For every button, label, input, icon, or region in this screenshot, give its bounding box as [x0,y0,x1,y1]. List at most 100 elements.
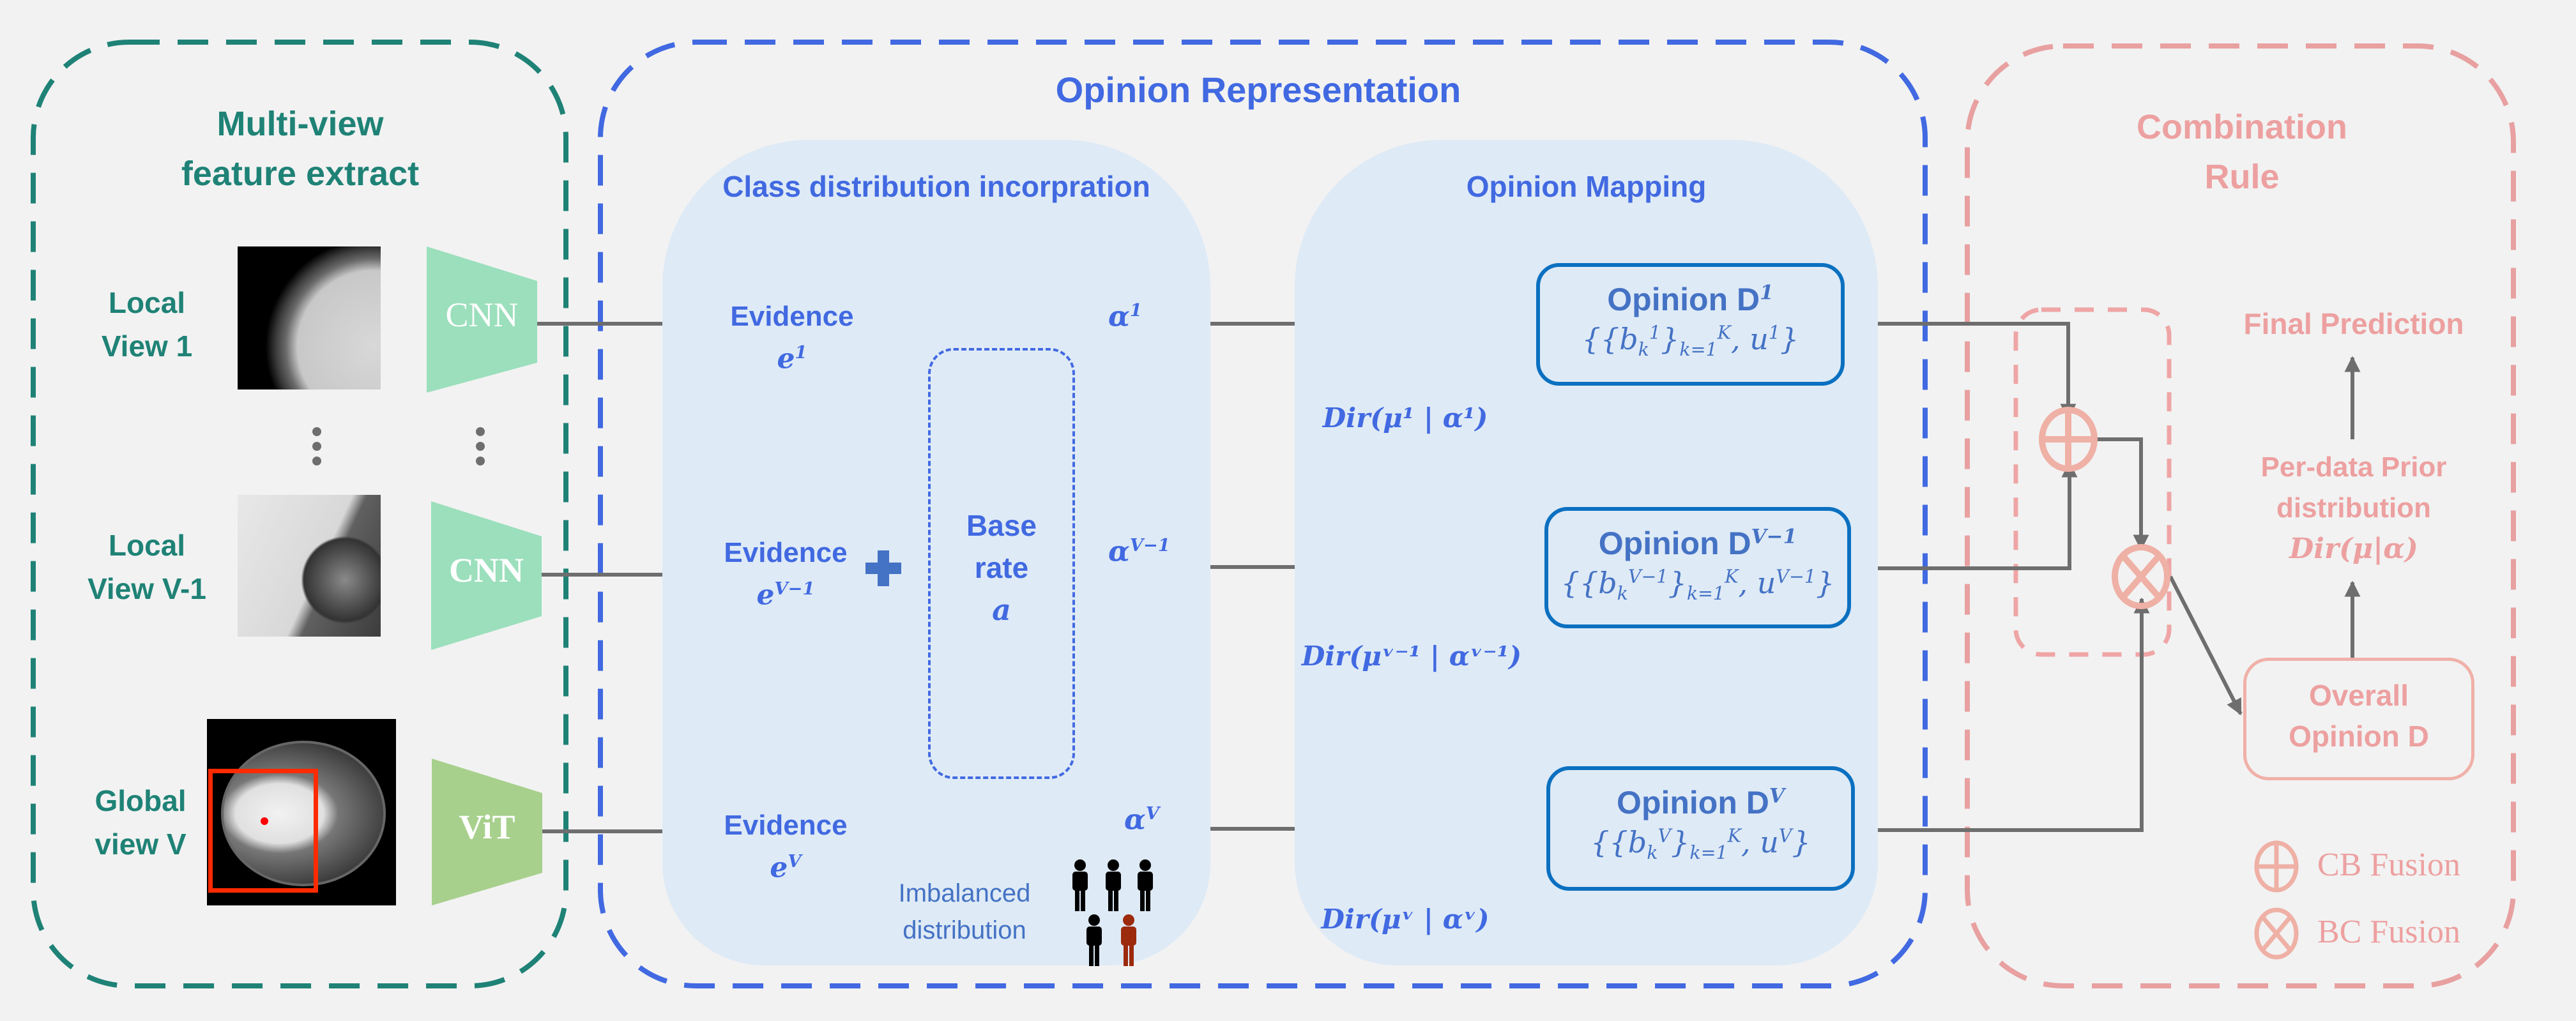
imbalanced-line2: distribution [903,916,1026,944]
view-label-v-1: Local View V-1 [64,524,230,610]
connector-arrow [2168,575,2243,716]
overall-line2: Opinion D [2289,720,2429,753]
base-rate-label: Base rate a [928,504,1075,631]
combination-title-line2: Rule [2204,158,2280,196]
opinion-v-usup: V [1778,825,1792,847]
opinion-1-krange: k=1 [1679,339,1718,361]
opinion-mapping-title: Opinion Mapping [1466,170,1707,203]
opinion-v-formula: {{bkV}k=1K, uV} [1590,825,1811,864]
evidence-1-sup: 1 [795,342,807,363]
evidence-v-1-symbol: eV−1 [696,571,875,614]
view-label-v: Global view V [64,779,217,866]
opinion-v-1-usup: V−1 [1776,566,1817,587]
opinion-mapping-panel [1295,140,1878,965]
alpha-v-1-base: α [1108,535,1130,568]
alpha-1-sup: 1 [1129,300,1142,321]
opinion-box-v-1: Opinion DV−1 {{bkV−1}k=1K, uV−1} [1544,507,1851,628]
view-label-v-1-line2: View V-1 [88,572,206,605]
opinion-v-u: u [1760,825,1779,859]
view-label-v-1-line1: Local [108,529,186,562]
representation-panel-title: Opinion Representation [1055,70,1461,110]
evidence-v-1-sup: V−1 [774,579,815,599]
diagram-shape [476,457,485,465]
opinion-v-1-K: K [1725,566,1739,587]
alpha-1: α1 [1108,300,1142,333]
diagram-shape [312,457,321,465]
evidence-v: Evidence eV [696,808,875,886]
roi-box [208,769,318,893]
opinion-v-1-bsup: V−1 [1627,566,1668,587]
opinion-v-1-k: k [1617,583,1628,605]
class-distribution-title: Class distribution incorpration [722,170,1150,203]
connector-arrow [1855,597,2150,832]
prior-formula: Dir(μ|α) [2289,533,2418,565]
evidence-1: Evidence e1 [709,299,875,377]
opinion-v-1-title: Opinion DV−1 [1548,525,1847,562]
base-rate-line2: rate [974,551,1029,584]
opinion-v-1-krange: k=1 [1686,583,1725,605]
dirichlet-label-1: Dir(μ¹ | α¹) [1322,402,1488,434]
evidence-v-1-label: Evidence [724,537,848,568]
opinion-v-f1: {{b [1590,825,1647,859]
class-distribution-panel [662,140,1210,965]
imbalanced-line1: Imbalanced [898,879,1031,907]
base-rate-box [928,348,1075,779]
roi-point [261,817,268,825]
opinion-v-title: Opinion DV [1550,784,1851,821]
vit-encoder: ViT [459,808,515,846]
cnn-encoder-2: CNN [449,551,524,589]
evidence-1-symbol: e1 [709,335,875,377]
connector-arrow [2121,554,2161,599]
evidence-v-1-base: e [756,579,775,612]
opinion-v-1-title-text: Opinion D [1598,526,1751,561]
opinion-v-sup: V [1769,784,1785,808]
cnn-encoder-1: CNN [445,296,519,334]
opinion-1-k: k [1638,339,1649,361]
dirichlet-label-v-1: Dir(μᵛ⁻¹ | αᵛ⁻¹) [1301,640,1522,672]
view-label-1: Local View 1 [70,281,224,368]
feature-title-line1: Multi-view [217,105,384,143]
connector-arrow [2261,916,2292,951]
feature-panel-title: Multi-view feature extract [160,99,441,199]
evidence-v-label: Evidence [724,810,848,841]
final-prediction-label: Final Prediction [2243,307,2464,340]
evidence-v-base: e [770,851,788,884]
prior-distribution-label: Per-data Prior distribution Dir(μ|α) [2197,447,2510,570]
alpha-1-base: α [1108,300,1130,333]
evidence-v-symbol: eV [696,843,875,886]
diagram-shape [2039,407,2098,472]
prior-line2: distribution [2276,492,2431,524]
prior-line1: Per-data Prior [2260,451,2447,483]
overall-line1: Overall [2309,679,2409,712]
view-label-1-line1: Local [108,286,186,319]
abdomen-slice [221,741,386,886]
opinion-1-title-text: Opinion D [1607,282,1760,317]
base-rate-line1: Base [966,509,1037,542]
connector-arrow [2096,437,2149,551]
overall-opinion-box: Overall Opinion D [2243,658,2474,780]
global-view-v-image [207,719,396,905]
opinion-v-1-sup: V−1 [1751,525,1797,548]
local-view-1-image [238,246,381,389]
view-label-v-line2: view V [95,828,187,861]
cb-fusion-node [2039,407,2098,472]
dirichlet-label-v: Dir(μᵛ | αᵛ) [1321,904,1490,935]
combination-panel-title: Combination Rule [2082,102,2402,202]
opinion-v-1-f1: {{b [1560,566,1617,600]
diagram-shape [2254,907,2299,960]
opinion-v-k: k [1647,842,1658,864]
alpha-v-1: αV−1 [1108,535,1170,568]
alpha-v-sup: V [1145,803,1160,824]
evidence-v-sup: V [788,851,802,872]
opinion-1-sup: 1 [1760,281,1774,305]
diagram-shape [312,427,321,436]
view-label-v-line1: Global [95,784,187,817]
fusion-group-border [2013,307,2172,657]
opinion-1-u: u [1749,322,1769,356]
ellipsis-dots [312,427,485,465]
imbalanced-distribution-label: Imbalanced distribution [881,875,1048,949]
connector-arrow [1845,322,2077,420]
legend-cb-fusion: CB Fusion [2317,847,2460,883]
feature-title-line2: feature extract [181,155,420,193]
